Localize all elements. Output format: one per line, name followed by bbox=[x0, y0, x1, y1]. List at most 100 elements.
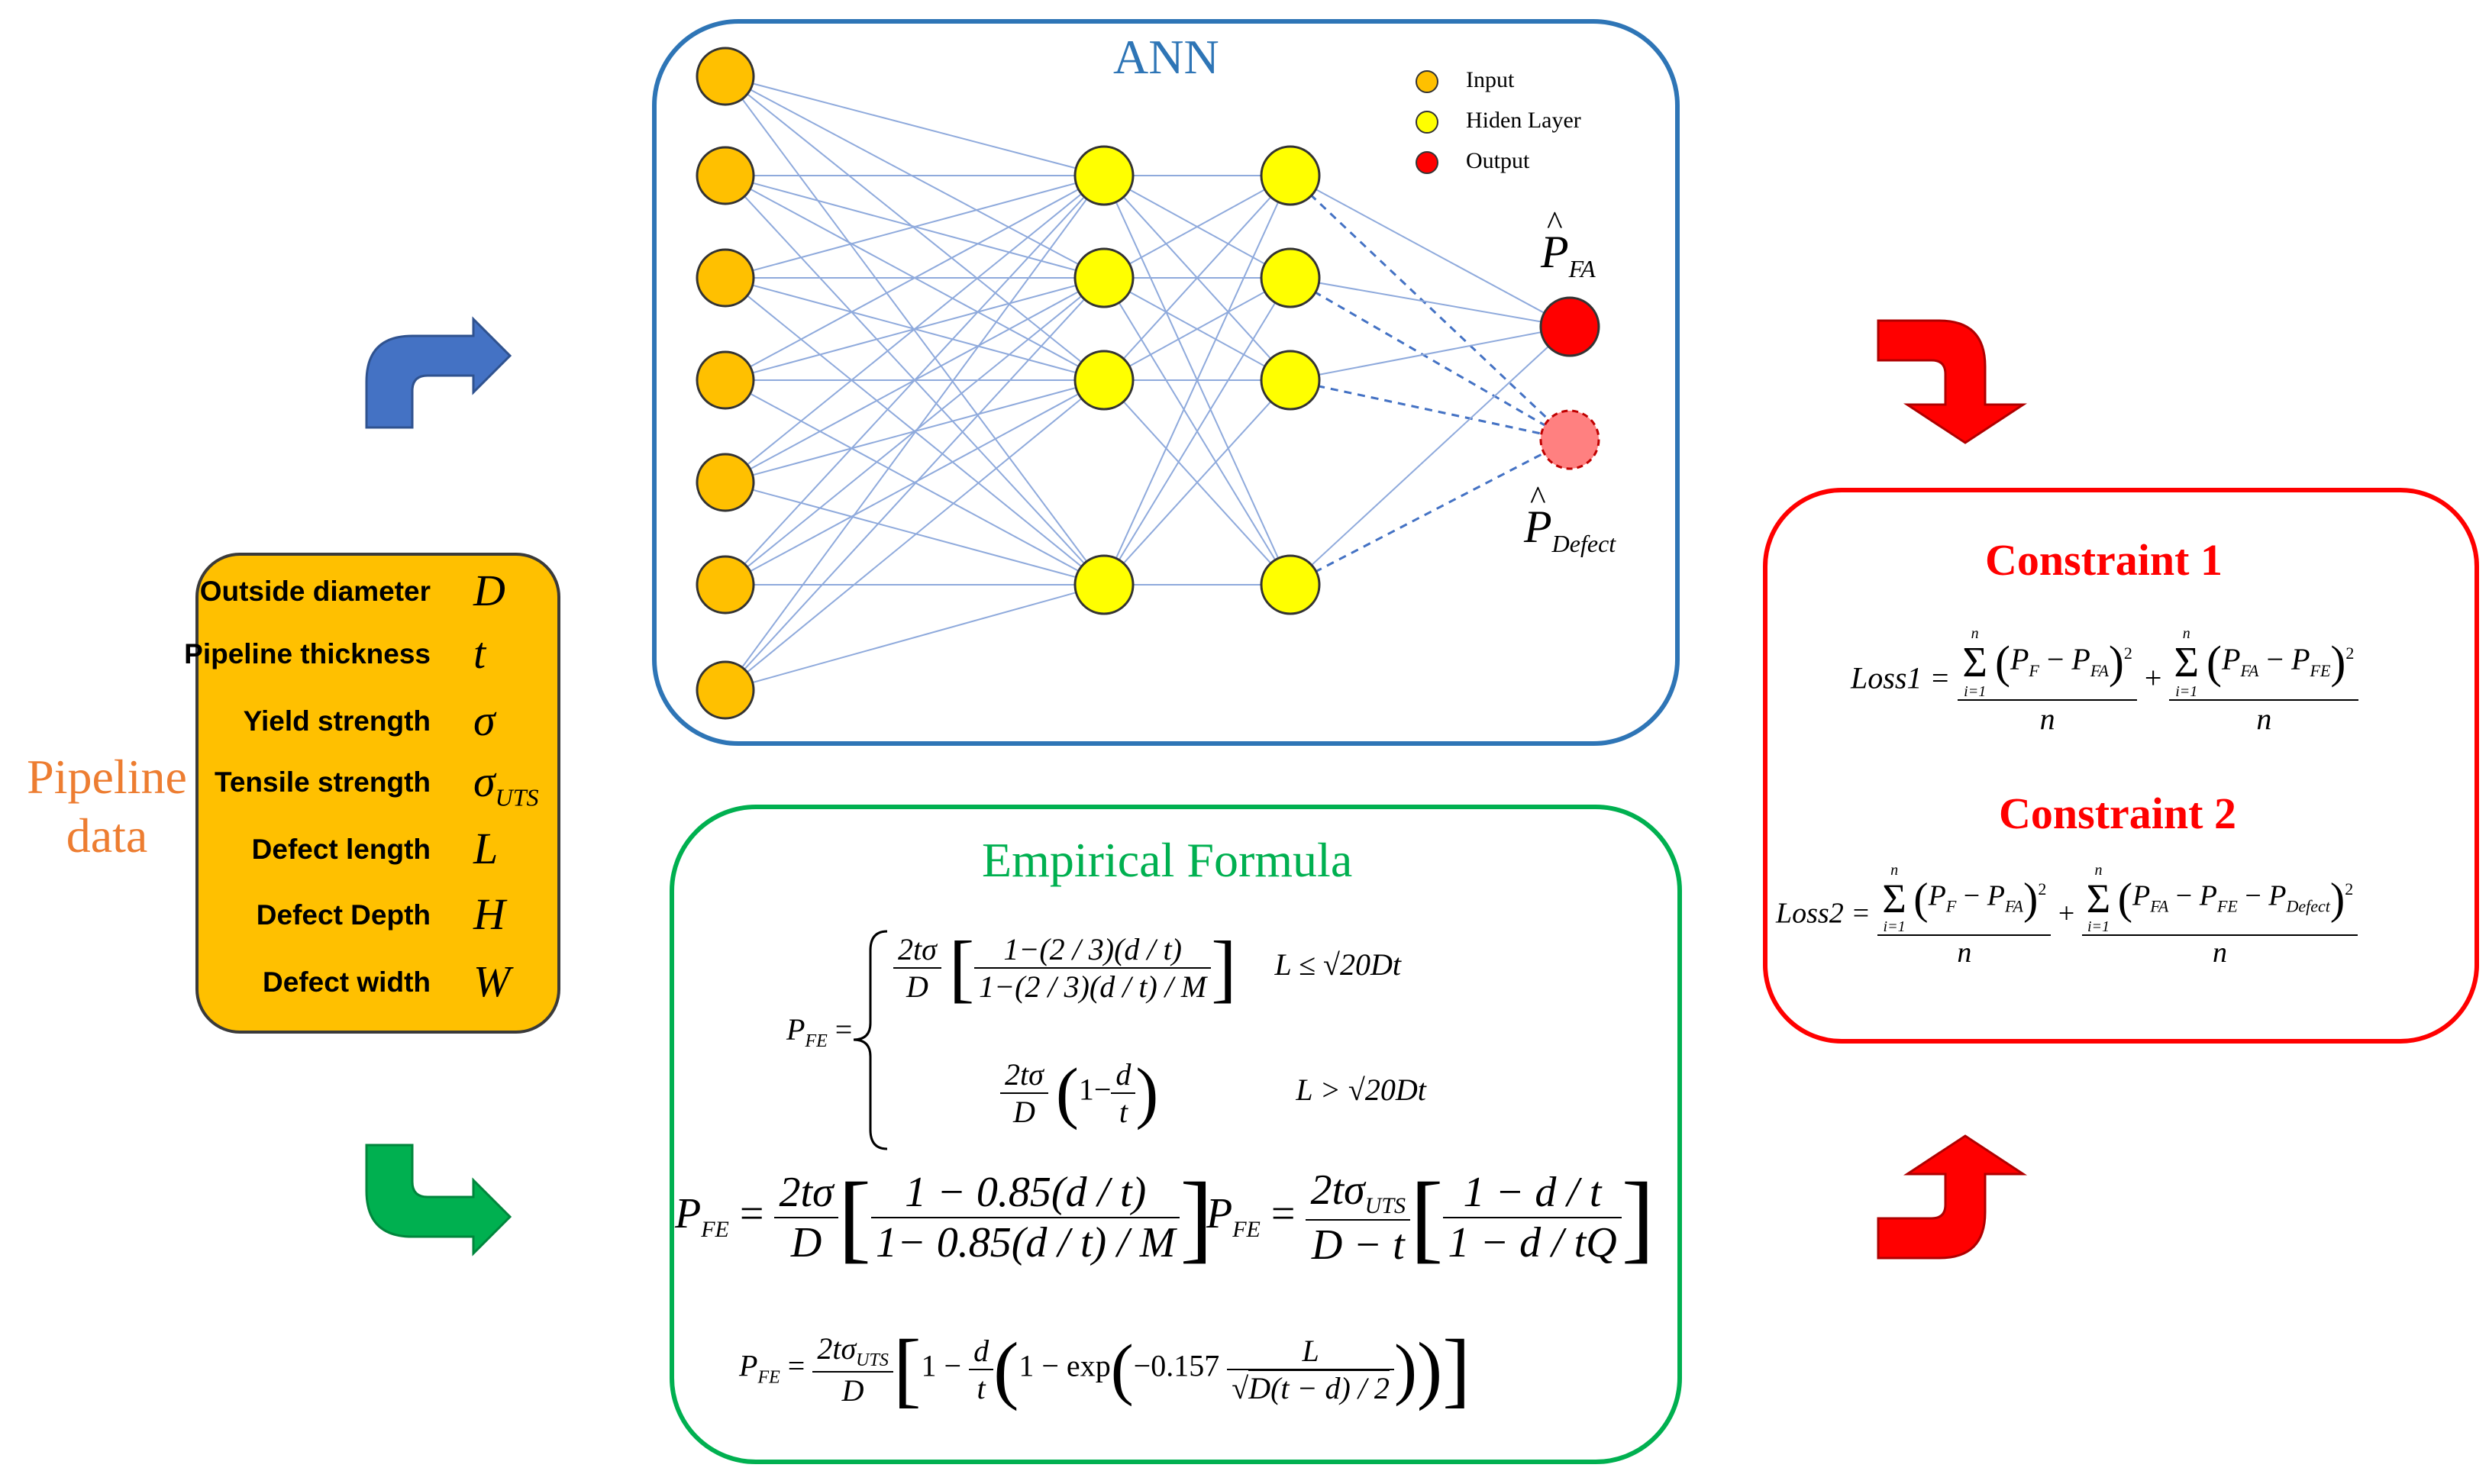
ann-edge bbox=[1289, 174, 1571, 441]
ann-edge bbox=[1290, 326, 1571, 586]
arrow-red-up-icon bbox=[1877, 1134, 2028, 1260]
param-symbol: D bbox=[473, 566, 505, 615]
param-symbol: t bbox=[473, 628, 486, 678]
param-row: Defect Depth H bbox=[197, 889, 559, 950]
empirical-title: Empirical Formula bbox=[982, 833, 1353, 887]
ann-edge bbox=[725, 175, 1105, 381]
ann-edge bbox=[1103, 175, 1291, 381]
empirical-frame bbox=[670, 805, 1682, 1464]
pipeline-label-line2: data bbox=[66, 808, 148, 863]
ann-edge bbox=[1290, 277, 1571, 327]
output-node-pfa bbox=[1539, 296, 1600, 357]
param-row: Tensile strength σUTS bbox=[197, 756, 559, 817]
param-symbol: W bbox=[473, 957, 511, 1006]
param-name: Tensile strength bbox=[214, 766, 431, 798]
hidden-node bbox=[1260, 145, 1321, 206]
ann-edge bbox=[1103, 175, 1291, 586]
ann-edge bbox=[725, 175, 1105, 483]
param-row: Pipeline thickness t bbox=[184, 627, 559, 689]
param-symbol: σUTS bbox=[473, 757, 539, 811]
input-node bbox=[696, 47, 755, 106]
ann-edge bbox=[725, 76, 1105, 279]
ann-edge bbox=[725, 482, 1105, 586]
output-label-pdefect: ^ PDefect bbox=[1524, 479, 1616, 557]
param-name: Defect width bbox=[263, 966, 431, 998]
ann-edge bbox=[1290, 379, 1571, 441]
ann-edge bbox=[1103, 277, 1291, 586]
legend-hidden-dot bbox=[1416, 111, 1438, 134]
constraint2-title: Constraint 2 bbox=[1999, 789, 2236, 838]
param-symbol: σ bbox=[473, 695, 496, 745]
legend-input-label: Input bbox=[1466, 67, 1515, 92]
ann-edge bbox=[725, 76, 1105, 586]
ann-edge bbox=[725, 379, 1105, 586]
constraints-frame bbox=[1763, 488, 2479, 1044]
param-name: Outside diameter bbox=[199, 576, 431, 607]
ann-edge bbox=[725, 175, 1105, 691]
param-name: Pipeline thickness bbox=[184, 638, 431, 669]
param-row: Outside diameter D bbox=[197, 565, 559, 626]
ann-frame bbox=[652, 19, 1680, 746]
ann-nodes bbox=[696, 47, 1600, 720]
param-row: Defect width W bbox=[197, 956, 559, 1017]
pipeline-label-line1: Pipeline bbox=[27, 750, 187, 804]
input-node bbox=[696, 248, 755, 308]
ann-edge bbox=[1103, 277, 1291, 381]
param-name: Yield strength bbox=[243, 705, 431, 737]
arrow-green-icon bbox=[365, 1144, 512, 1257]
param-row: Yield strength σ bbox=[197, 695, 559, 756]
ann-edge bbox=[725, 175, 1105, 586]
pipeline-data-label: Pipeline data bbox=[8, 748, 206, 866]
ann-edge bbox=[1103, 379, 1291, 586]
hidden-node bbox=[1073, 350, 1135, 411]
legend-output-label: Output bbox=[1466, 148, 1530, 173]
hidden-node bbox=[1260, 554, 1321, 615]
legend-input-dot bbox=[1416, 70, 1438, 93]
ann-edge bbox=[725, 379, 1105, 691]
ann-edge bbox=[725, 277, 1105, 691]
ann-edge bbox=[725, 76, 1105, 381]
input-node bbox=[696, 555, 755, 615]
hidden-node bbox=[1260, 350, 1321, 411]
input-node bbox=[696, 660, 755, 720]
pipeline-param-box bbox=[195, 553, 560, 1034]
constraint1-title: Constraint 1 bbox=[1985, 535, 2223, 585]
hidden-node bbox=[1260, 247, 1321, 308]
arrow-blue-icon bbox=[365, 316, 512, 429]
param-name: Defect Depth bbox=[256, 899, 431, 931]
ann-edge bbox=[1290, 326, 1571, 381]
legend-output-dot bbox=[1416, 151, 1438, 174]
ann-edge bbox=[725, 175, 1105, 279]
hidden-node bbox=[1073, 247, 1135, 308]
param-row: Defect length L bbox=[197, 823, 559, 884]
legend-hidden-label: Hiden Layer bbox=[1466, 108, 1581, 133]
case-brace bbox=[853, 930, 888, 1150]
hidden-node bbox=[1073, 145, 1135, 206]
f1-lhs: PFE = bbox=[786, 1012, 853, 1051]
ann-title: ANN bbox=[1113, 30, 1219, 84]
ann-edge bbox=[725, 76, 1105, 176]
ann-edge bbox=[1103, 175, 1291, 279]
input-node bbox=[696, 453, 755, 512]
param-name: Defect length bbox=[251, 834, 431, 865]
param-symbol: H bbox=[473, 889, 505, 939]
output-label-pfa: ^ PFA bbox=[1541, 205, 1596, 282]
ann-edge bbox=[1290, 175, 1571, 327]
ann-edge bbox=[1290, 438, 1571, 586]
param-symbol: L bbox=[473, 824, 499, 873]
ann-edge bbox=[725, 584, 1105, 691]
input-node bbox=[696, 350, 755, 410]
arrow-red-down-icon bbox=[1877, 319, 2028, 444]
output-node-pdefect bbox=[1539, 409, 1600, 470]
hidden-node bbox=[1073, 554, 1135, 615]
ann-edge bbox=[725, 277, 1105, 586]
